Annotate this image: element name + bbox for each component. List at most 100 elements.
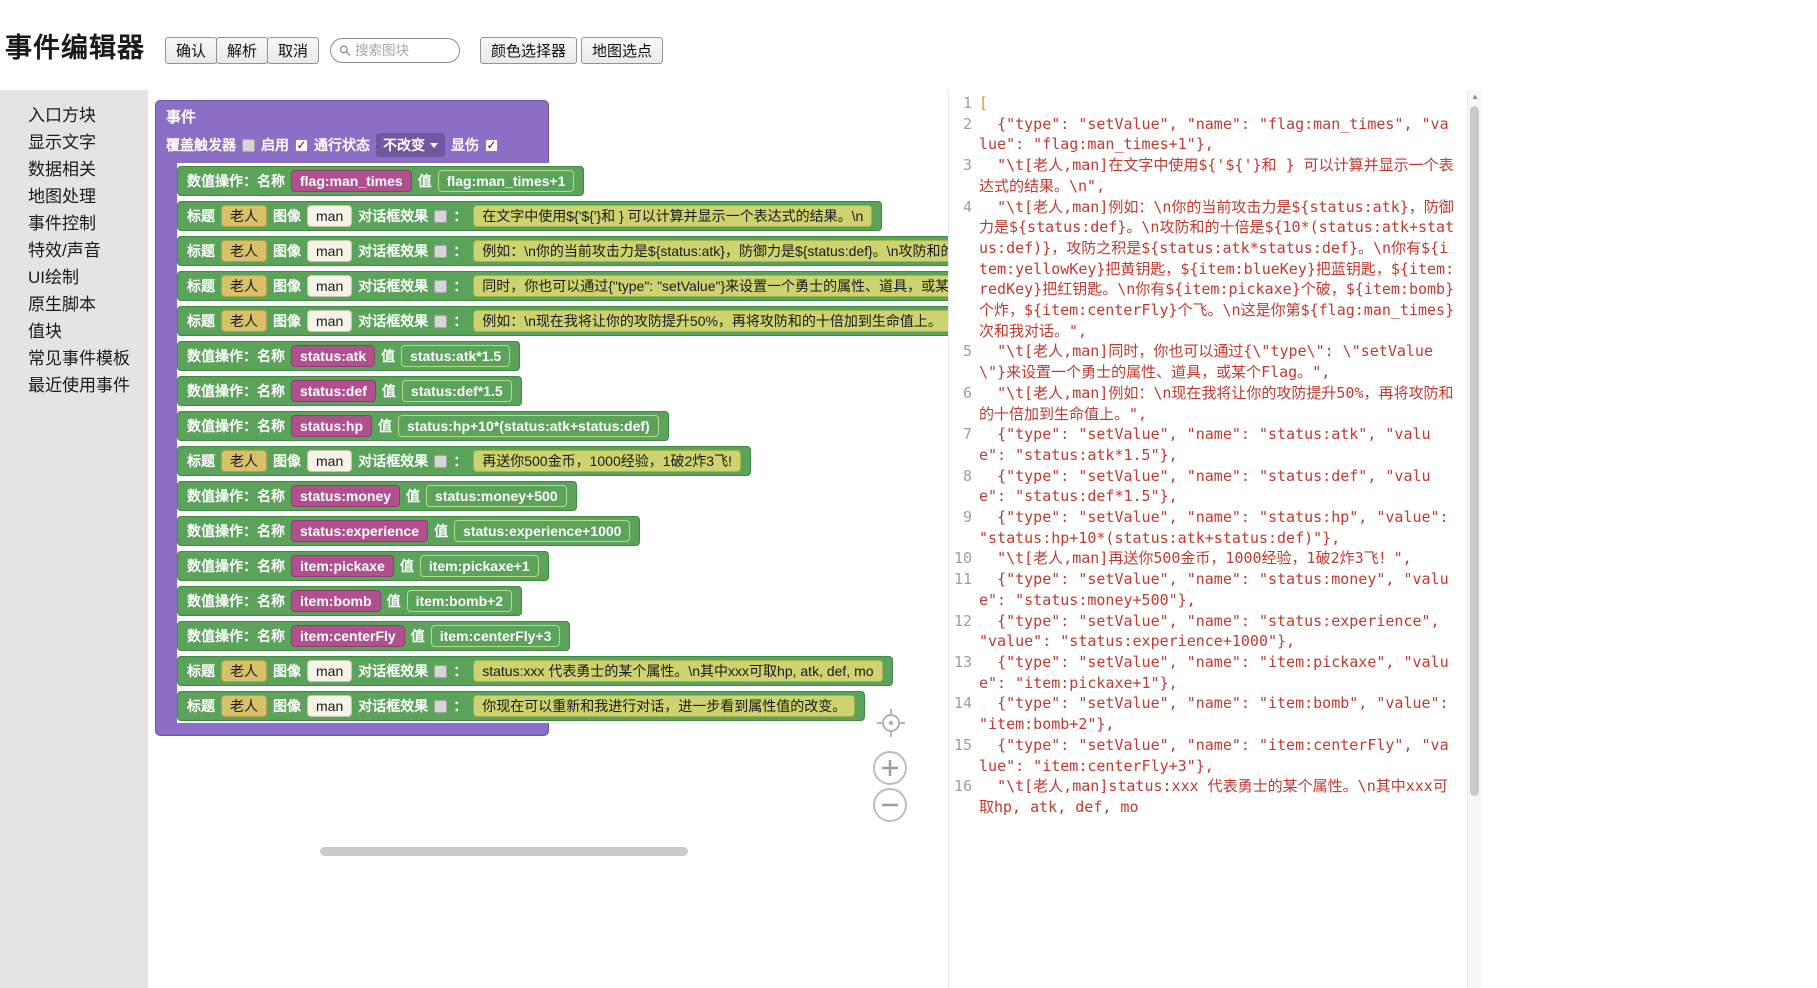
toolbox-item-10[interactable]: 常见事件模板 bbox=[28, 349, 130, 368]
toolbox-item-1[interactable]: 入口方块 bbox=[28, 106, 96, 125]
title-field[interactable]: 老人 bbox=[221, 449, 267, 473]
text-content-field[interactable]: 你现在可以重新和我进行对话，进一步看到属性值的改变。 bbox=[473, 694, 856, 718]
toolbox-item-8[interactable]: 原生脚本 bbox=[28, 295, 96, 314]
text-content-field[interactable]: 例如：\n现在我将让你的攻防提升50%，再将攻防和的十倍加到生命值上。 bbox=[473, 309, 948, 333]
search-box[interactable] bbox=[330, 38, 460, 63]
title-label: 标题 bbox=[187, 243, 215, 259]
value-expression-field[interactable]: status:def*1.5 bbox=[401, 379, 512, 403]
name-field[interactable]: flag:man_times bbox=[291, 169, 412, 193]
title-field[interactable]: 老人 bbox=[221, 204, 267, 228]
text-content-field[interactable]: status:xxx 代表勇士的某个属性。\n其中xxx可取hp, atk, d… bbox=[473, 659, 883, 683]
title-field[interactable]: 老人 bbox=[221, 274, 267, 298]
title-field[interactable]: 老人 bbox=[221, 239, 267, 263]
image-field[interactable]: man bbox=[307, 659, 353, 683]
parse-button[interactable]: 解析 bbox=[216, 37, 269, 64]
color-picker-button[interactable]: 颜色选择器 bbox=[480, 37, 578, 64]
map-point-button[interactable]: 地图选点 bbox=[581, 37, 664, 64]
title-field[interactable]: 老人 bbox=[221, 309, 267, 333]
toolbox-item-2[interactable]: 显示文字 bbox=[28, 133, 96, 152]
zoom-out-button[interactable] bbox=[872, 787, 908, 828]
value-expression-field[interactable]: status:experience+1000 bbox=[454, 519, 631, 543]
toolbox-item-5[interactable]: 事件控制 bbox=[28, 214, 96, 233]
image-field[interactable]: man bbox=[307, 694, 353, 718]
value-expression-field[interactable]: status:atk*1.5 bbox=[401, 344, 511, 368]
dialog-effect-checkbox[interactable] bbox=[434, 244, 448, 258]
image-field[interactable]: man bbox=[307, 274, 353, 298]
code-scrollbar-track[interactable]: ▲ bbox=[1467, 90, 1481, 988]
search-input[interactable] bbox=[355, 43, 451, 58]
toolbox-item-11[interactable]: 最近使用事件 bbox=[28, 376, 130, 395]
name-field[interactable]: status:experience bbox=[291, 519, 429, 543]
name-field[interactable]: status:def bbox=[291, 379, 376, 403]
image-field[interactable]: man bbox=[307, 309, 353, 333]
zoom-reset-button[interactable] bbox=[874, 706, 908, 745]
text-content-field[interactable]: 例如：\n你的当前攻击力是${status:atk}，防御力是${status:… bbox=[473, 239, 948, 263]
name-field[interactable]: item:bomb bbox=[291, 589, 381, 613]
toolbox-item-6[interactable]: 特效/声音 bbox=[28, 241, 101, 260]
dialog-effect-checkbox[interactable] bbox=[434, 279, 448, 293]
event-block-foot bbox=[155, 723, 549, 736]
damage-checkbox[interactable] bbox=[485, 138, 498, 152]
dialog-effect-label: 对话框效果 bbox=[358, 278, 429, 294]
confirm-button[interactable]: 确认 bbox=[165, 37, 218, 64]
title-field[interactable]: 老人 bbox=[221, 694, 267, 718]
horizontal-scrollbar[interactable] bbox=[320, 847, 688, 856]
name-field[interactable]: status:hp bbox=[291, 414, 372, 438]
text-content-field[interactable]: 同时，你也可以通过{"type": "setValue"}来设置一个勇士的属性、… bbox=[473, 274, 948, 298]
dialog-effect-checkbox[interactable] bbox=[434, 454, 448, 468]
toolbox-item-9[interactable]: 值块 bbox=[28, 322, 62, 341]
title-field[interactable]: 老人 bbox=[221, 659, 267, 683]
image-field[interactable]: man bbox=[307, 239, 353, 263]
dialog-effect-checkbox[interactable] bbox=[434, 699, 448, 713]
value-expression-field[interactable]: status:money+500 bbox=[426, 484, 567, 508]
name-field[interactable]: item:pickaxe bbox=[291, 554, 394, 578]
toolbox-item-3[interactable]: 数据相关 bbox=[28, 160, 96, 179]
dialog-effect-label: 对话框效果 bbox=[358, 208, 429, 224]
scroll-up-icon[interactable]: ▲ bbox=[1471, 92, 1479, 101]
pass-state-dropdown[interactable]: 不改变 bbox=[376, 133, 445, 157]
dialog-effect-checkbox[interactable] bbox=[434, 209, 448, 223]
dialog-effect-checkbox[interactable] bbox=[434, 314, 448, 328]
value-expression-field[interactable]: status:hp+10*(status:atk+status:def) bbox=[398, 414, 659, 438]
blockly-workspace[interactable]: 事件 覆盖触发器 启用 通行状态 不改变 显伤 数值操作：名称flag:man_… bbox=[148, 90, 948, 988]
text-content-field[interactable]: 再送你500金币，1000经验，1破2炸3飞! bbox=[473, 449, 741, 473]
cancel-button[interactable]: 取消 bbox=[267, 37, 320, 64]
text-content-field[interactable]: 在文字中使用${'${'}和 } 可以计算并显示一个表达式的结果。\n bbox=[473, 204, 873, 228]
value-expression-field[interactable]: item:bomb+2 bbox=[406, 589, 513, 613]
code-editor[interactable]: 1[2 {"type": "setValue", "name": "flag:m… bbox=[948, 90, 1467, 988]
name-field[interactable]: item:centerFly bbox=[291, 624, 405, 648]
image-field[interactable]: man bbox=[307, 204, 353, 228]
dialog-effect-checkbox[interactable] bbox=[434, 664, 448, 678]
enable-checkbox[interactable] bbox=[295, 138, 308, 152]
name-field[interactable]: status:money bbox=[291, 484, 401, 508]
title-label: 标题 bbox=[187, 663, 215, 679]
image-field[interactable]: man bbox=[307, 449, 353, 473]
event-block[interactable]: 事件 覆盖触发器 启用 通行状态 不改变 显伤 数值操作：名称flag:man_… bbox=[155, 100, 948, 736]
zoom-in-button[interactable] bbox=[872, 750, 908, 791]
code-line: 14 {"type": "setValue", "name": "item:bo… bbox=[949, 693, 1467, 734]
value-expression-field[interactable]: item:pickaxe+1 bbox=[419, 554, 539, 578]
value-expression-field[interactable]: flag:man_times+1 bbox=[437, 169, 575, 193]
toolbox-item-4[interactable]: 地图处理 bbox=[28, 187, 96, 206]
name-field[interactable]: status:atk bbox=[291, 344, 376, 368]
trigger-checkbox[interactable] bbox=[242, 138, 255, 152]
code-scrollbar-thumb[interactable] bbox=[1470, 106, 1479, 796]
toolbox-item-7[interactable]: UI绘制 bbox=[28, 268, 79, 287]
value-expression-field[interactable]: item:centerFly+3 bbox=[430, 624, 561, 648]
